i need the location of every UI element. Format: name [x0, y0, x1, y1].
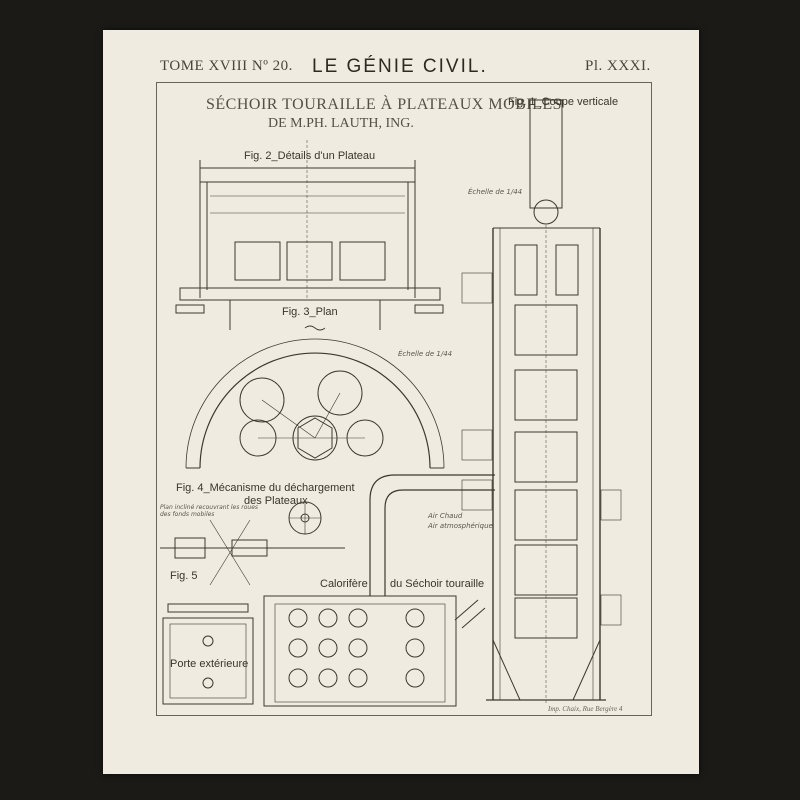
volume-number: TOME XVIII Nº 20. — [160, 58, 293, 74]
fig4-mechanism — [160, 501, 345, 586]
plate-number: Pl. XXXI. — [585, 58, 651, 74]
scale-fig1: Échelle de 1/44 — [468, 188, 523, 196]
fig1-caption: Fig. 1_Coupe verticale — [508, 96, 619, 108]
scale-fig3: Échelle de 1/44 — [398, 350, 453, 358]
sechoir-caption: du Séchoir touraille — [390, 578, 485, 590]
plate-frame — [156, 82, 652, 716]
door-caption: Porte extérieure — [170, 658, 249, 670]
calorifere-caption: Calorifère — [320, 578, 368, 590]
air-atmospherique-label: Air atmosphérique — [428, 522, 493, 530]
plate-author: DE M.PH. LAUTH, ING. — [268, 116, 414, 131]
fig3-caption: Fig. 3_Plan — [282, 306, 338, 318]
fig4-caption-line2: des Plateaux — [244, 495, 308, 507]
plate-title: SÉCHOIR TOURAILLE À PLATEAUX MOBILES — [206, 96, 563, 113]
fig1-vertical-section — [461, 99, 622, 705]
fig5-door — [162, 603, 254, 705]
fig2-caption: Fig. 2_Détails d'un Plateau — [244, 150, 376, 162]
fig4-caption-line1: Fig. 4_Mécanisme du déchargement — [176, 482, 355, 494]
printer-imprint: Imp. Chaix, Rue Bergère 4 — [548, 705, 623, 713]
fig3-plan — [185, 325, 445, 469]
air-chaud-label: Air Chaud — [428, 512, 463, 520]
plan-incline-note: Plan incliné recouvrant les roues des fo… — [160, 504, 259, 518]
journal-title: LE GÉNIE CIVIL. — [312, 56, 488, 77]
fig2-tray-detail — [175, 140, 444, 330]
fig5-caption: Fig. 5 — [170, 570, 198, 582]
calorifere-section — [263, 474, 495, 707]
